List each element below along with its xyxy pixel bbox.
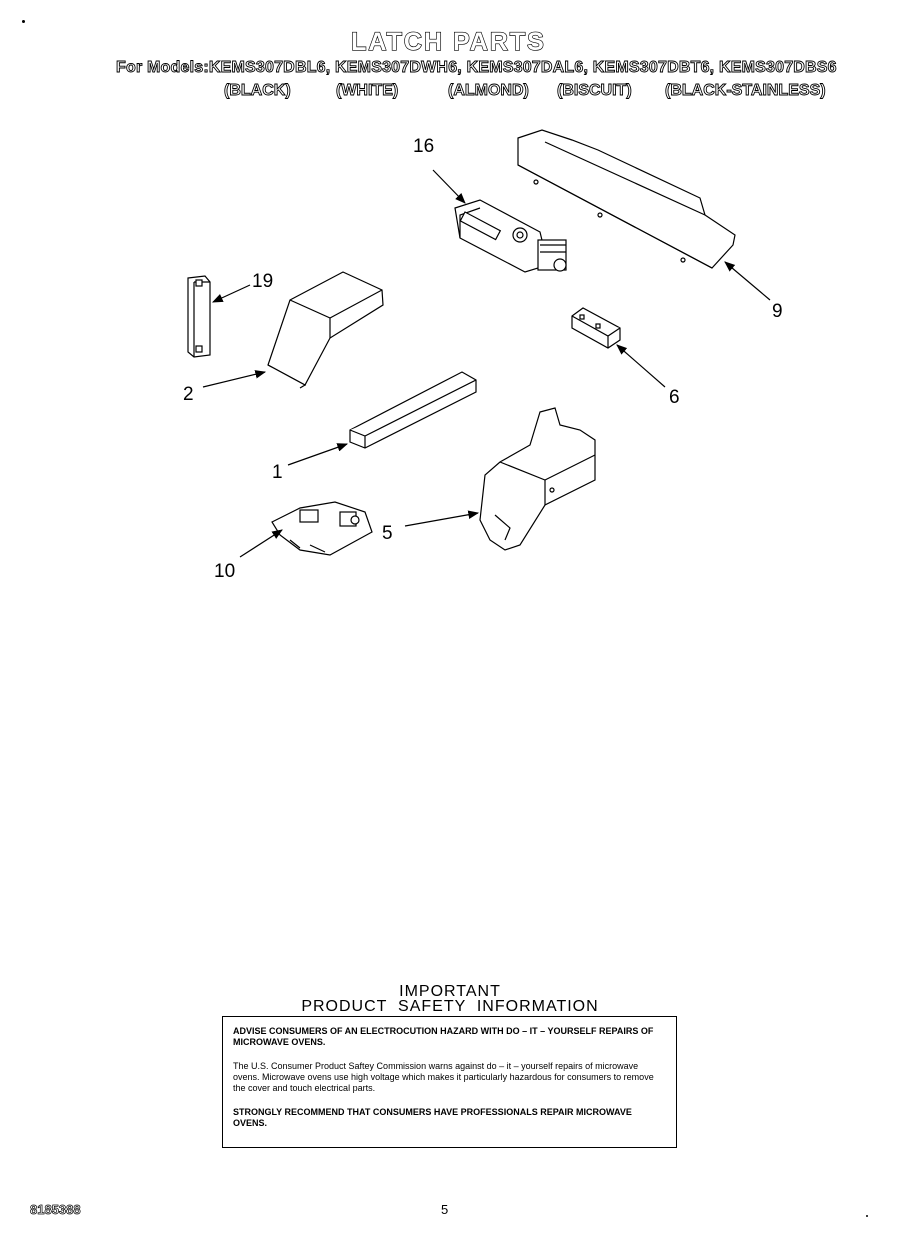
color-biscuit: (BISCUIT) <box>557 82 633 100</box>
page-number: 5 <box>441 1202 449 1217</box>
part-19-strip <box>187 275 211 358</box>
color-black: (BLACK) <box>224 82 292 100</box>
safety-box: ADVISE CONSUMERS OF AN ELECTROCUTION HAZ… <box>222 1016 677 1148</box>
leader-lines <box>202 169 771 558</box>
safety-heading-info: PRODUCT SAFETY INFORMATION <box>301 998 599 1015</box>
document-code: 8185388 <box>30 1202 81 1218</box>
safety-warning-text: The U.S. Consumer Product Saftey Commiss… <box>233 1061 654 1093</box>
part-10-switch-assembly <box>271 501 373 556</box>
callout-9: 9 <box>772 301 783 322</box>
color-labels: (BLACK) (WHITE) (ALMOND) (BISCUIT) (BLAC… <box>0 82 897 104</box>
callout-2: 2 <box>183 384 194 405</box>
safety-heading-important: IMPORTANT <box>399 983 501 1000</box>
callout-19: 19 <box>252 271 273 292</box>
part-1-rail <box>349 371 477 449</box>
color-black-stainless: (BLACK-STAINLESS) <box>665 82 826 100</box>
callout-1: 1 <box>272 462 283 483</box>
part-16-latch-assembly <box>454 199 567 273</box>
callout-16: 16 <box>413 136 434 157</box>
part-2-bracket <box>267 271 384 389</box>
safety-recommend-text: STRONGLY RECOMMEND THAT CONSUMERS HAVE P… <box>233 1107 632 1128</box>
callout-10: 10 <box>214 561 235 582</box>
speck <box>866 1215 868 1217</box>
speck <box>22 20 25 23</box>
models-line: For Models:KEMS307DBL6, KEMS307DWH6, KEM… <box>116 59 837 77</box>
safety-advise-text: ADVISE CONSUMERS OF AN ELECTROCUTION HAZ… <box>233 1026 654 1047</box>
part-9-cover <box>517 129 736 269</box>
callout-5: 5 <box>382 523 393 544</box>
part-6-block <box>571 307 621 349</box>
page-title: LATCH PARTS <box>351 27 546 56</box>
color-white: (WHITE) <box>336 82 399 100</box>
callout-6: 6 <box>669 387 680 408</box>
color-almond: (ALMOND) <box>448 82 530 100</box>
part-5-shield <box>479 407 596 551</box>
